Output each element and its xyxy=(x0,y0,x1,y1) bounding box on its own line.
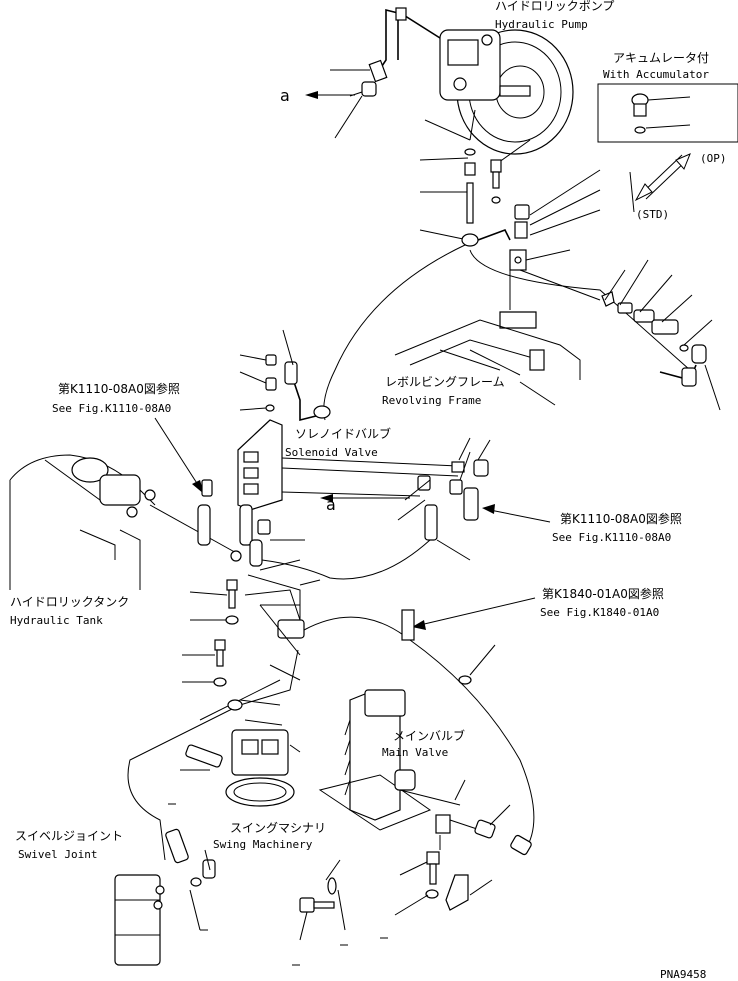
hydraulic-pump xyxy=(439,29,574,155)
drawing-number: PNA9458 xyxy=(660,968,706,981)
hydraulic-tank xyxy=(9,454,241,590)
ref1-en-label: See Fig.K1110-08A0 xyxy=(52,402,171,415)
bottom-right-fittings xyxy=(394,779,532,916)
ref2-leader xyxy=(489,509,551,523)
swivel-hose xyxy=(127,589,535,861)
swivel-joint-jp-label: スイベルジョイント xyxy=(15,829,123,843)
revolving-frame-en-label: Revolving Frame xyxy=(382,394,481,407)
hydraulic-tank-en-label: Hydraulic Tank xyxy=(10,614,103,627)
left-bolts xyxy=(182,579,239,687)
main-valve-jp-label: メインバルブ xyxy=(393,728,465,743)
hydraulic-pump-jp-label: ハイドロリックポンプ xyxy=(495,0,614,13)
ref3-en-label: See Fig.K1840-01A0 xyxy=(540,606,659,619)
arrow-a-mid-head xyxy=(320,494,333,502)
marker-a-top: a xyxy=(280,86,290,105)
pump-pipe xyxy=(330,7,441,139)
accumulator-en-label: With Accumulator xyxy=(603,68,709,81)
right-pipe-assembly xyxy=(469,249,721,411)
arrow-a-top-head xyxy=(305,91,318,99)
ref3-jp-label: 第K1840-01A0図参照 xyxy=(542,586,664,601)
hydraulic-tank-jp-label: ハイドロリックタンク xyxy=(10,595,129,609)
ref1-leader xyxy=(154,417,201,489)
marker-a-mid: a xyxy=(326,495,336,514)
ref2-en-label: See Fig.K1110-08A0 xyxy=(552,531,671,544)
swivel-joint-en-label: Swivel Joint xyxy=(18,848,97,861)
swing-machinery-jp-label: スイングマシナリ xyxy=(230,821,326,835)
swing-machinery-en-label: Swing Machinery xyxy=(213,838,313,851)
hose-clamp xyxy=(401,609,496,685)
op-label: (OP) xyxy=(700,152,727,165)
accumulator-box xyxy=(597,83,738,143)
solenoid-valve-jp-label: ソレノイドバルブ xyxy=(295,426,391,441)
bottom-bolts xyxy=(299,859,346,941)
pump-bolts xyxy=(461,148,530,247)
lower-hoses xyxy=(197,479,431,620)
ref1-jp-label: 第K1110-08A0図参照 xyxy=(58,381,180,396)
solenoid-valve-en-label: Solenoid Valve xyxy=(285,446,378,459)
hydraulic-pump-en-label: Hydraulic Pump xyxy=(495,18,588,31)
std-label: (STD) xyxy=(636,208,669,221)
accumulator-jp-label: アキュムレータ付 xyxy=(613,51,709,65)
valve-bracket xyxy=(499,249,571,329)
swing-machinery xyxy=(180,729,301,807)
pump-to-solenoid-hose xyxy=(323,244,466,421)
revolving-frame-jp-label: レボルビングフレーム xyxy=(385,375,505,389)
revolving-frame xyxy=(394,319,581,380)
solenoid-top-fittings xyxy=(239,329,331,422)
ref3-leader xyxy=(419,597,536,626)
main-valve-en-label: Main Valve xyxy=(382,746,448,759)
solenoid-valve xyxy=(237,419,491,561)
op-std-arrow xyxy=(634,153,691,202)
swivel-joint xyxy=(114,828,216,966)
ref2-jp-label: 第K1110-08A0図参照 xyxy=(560,511,682,526)
main-valve xyxy=(318,689,461,831)
